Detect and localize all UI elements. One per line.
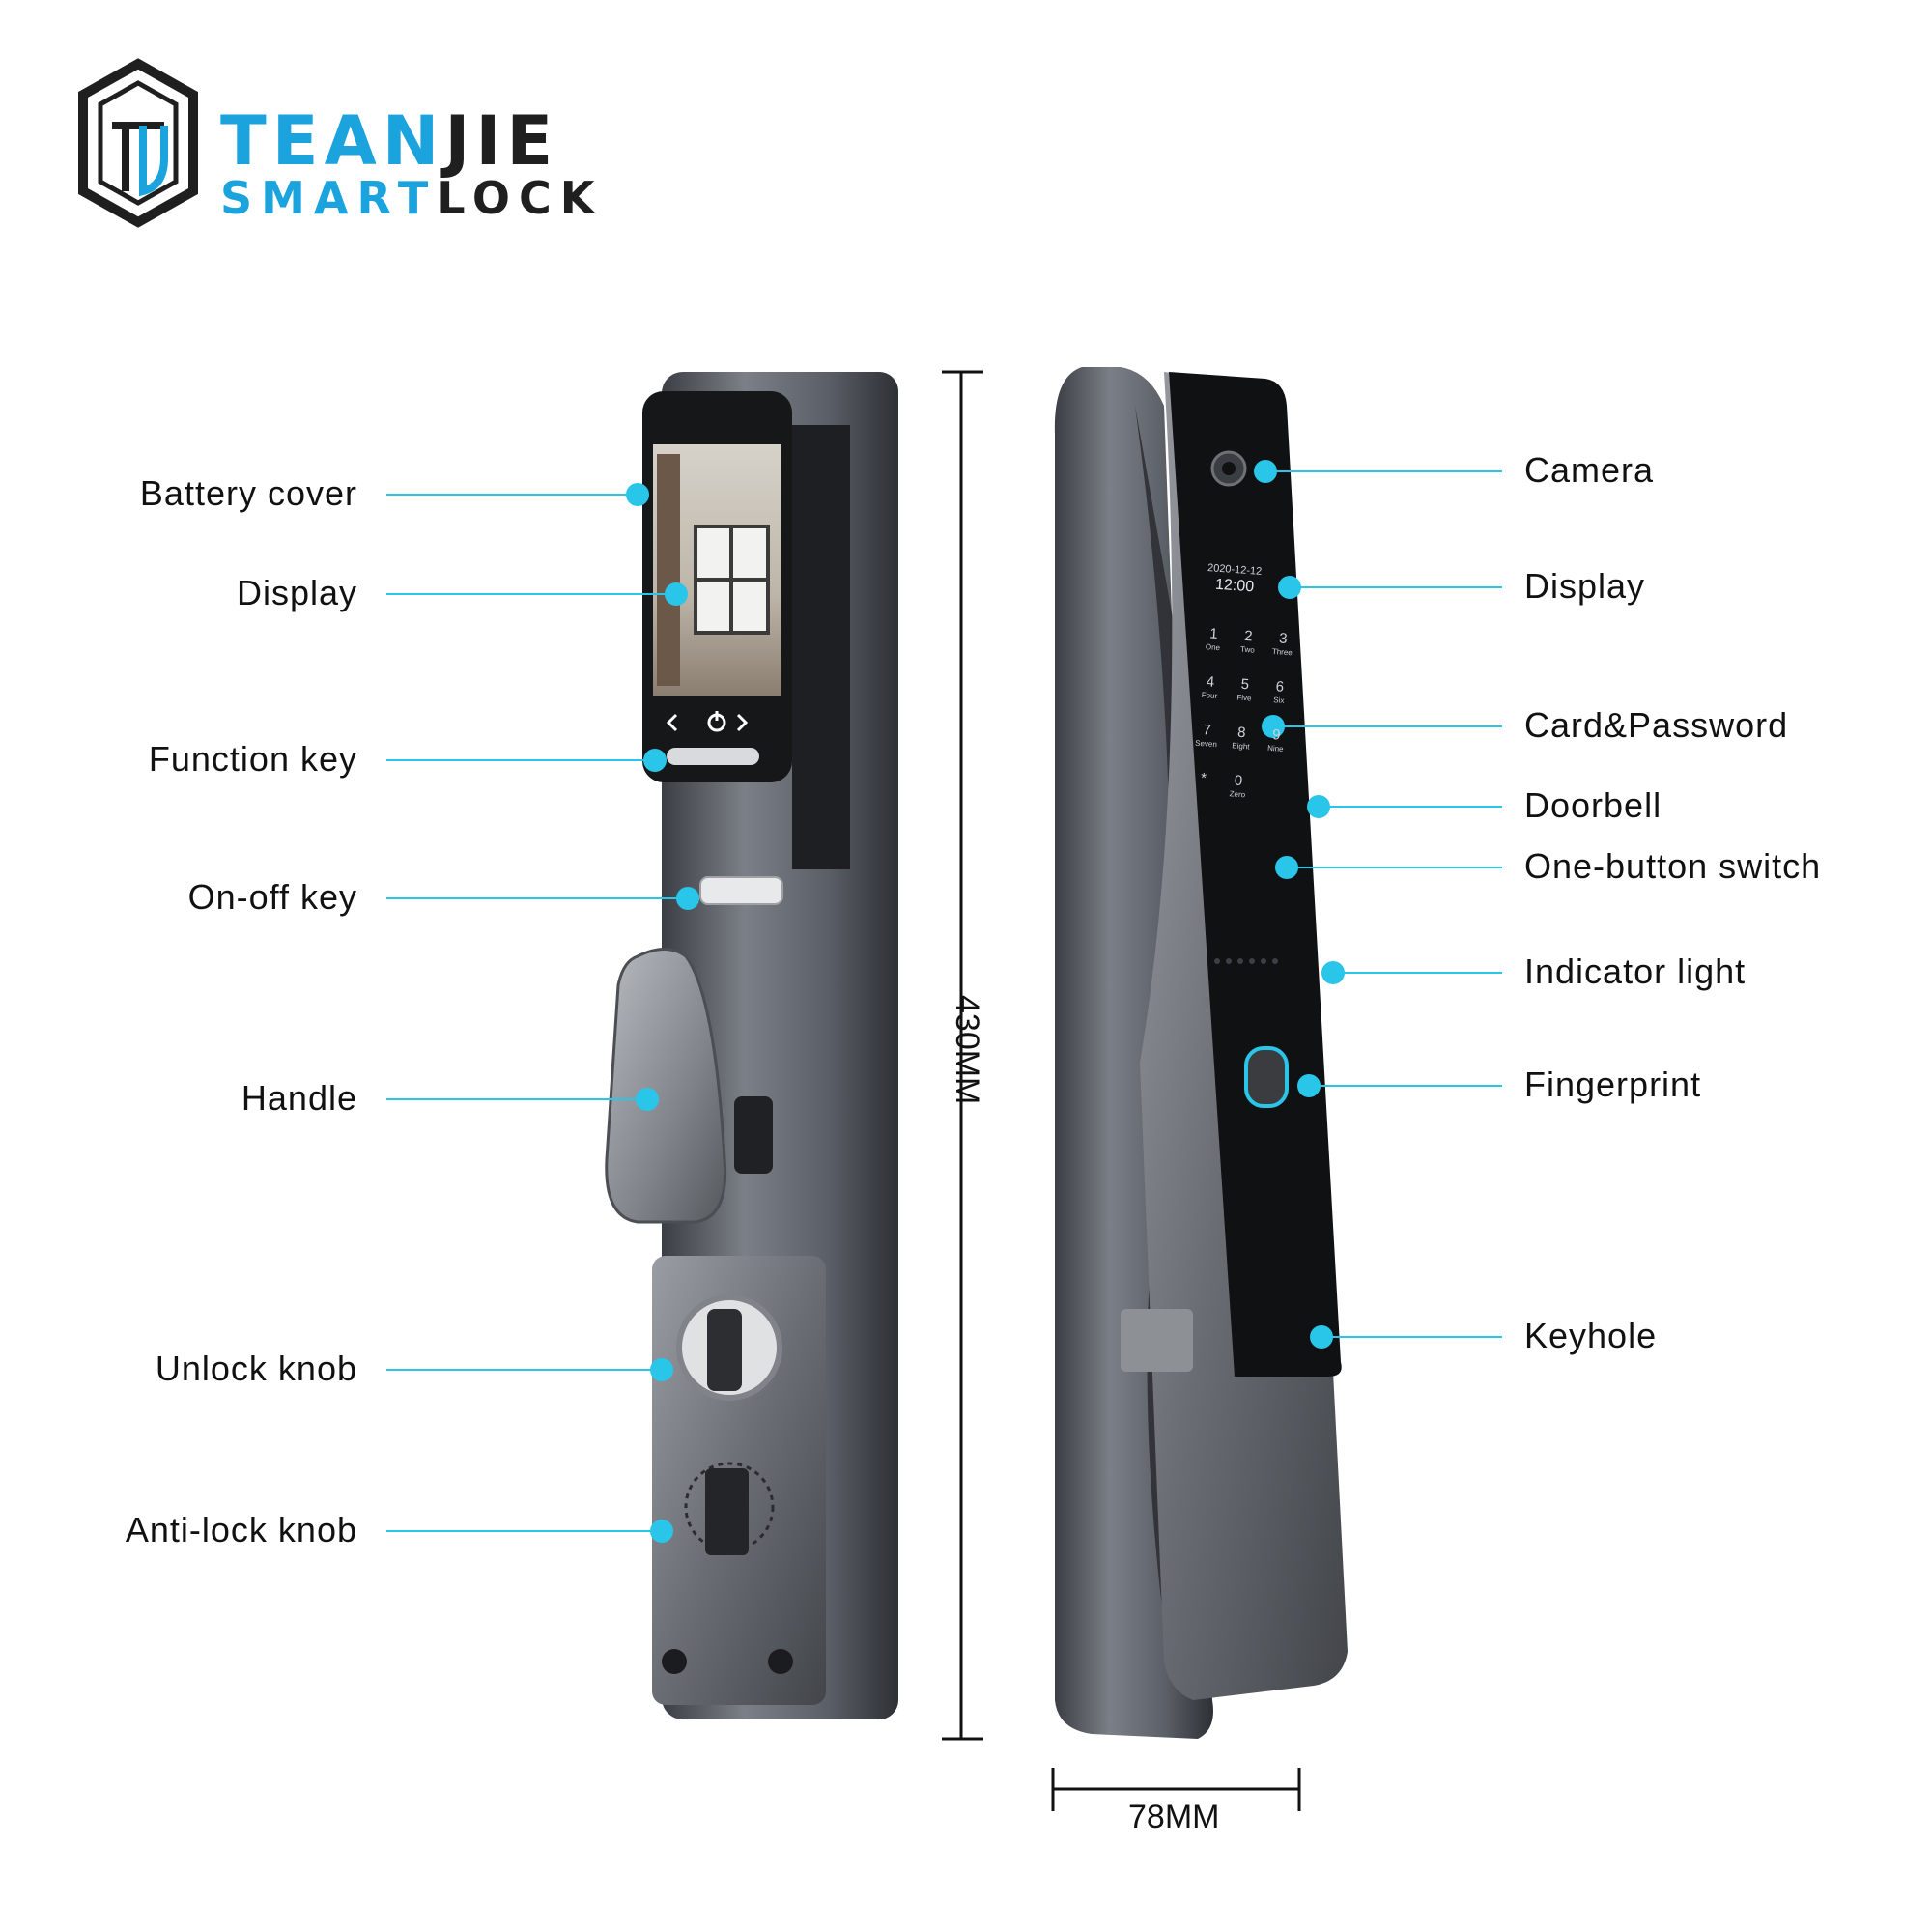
keypad-word: Seven bbox=[1194, 738, 1218, 750]
keypad-word: Eight bbox=[1232, 741, 1250, 752]
label-side-keyhole: Keyhole bbox=[1524, 1316, 1658, 1355]
front-function-key-marker bbox=[643, 749, 667, 772]
label-side-one-button-switch: One-button switch bbox=[1524, 846, 1822, 886]
front-on-off-key-marker bbox=[676, 887, 699, 910]
chevron-right-icon bbox=[736, 713, 749, 732]
label-side-fingerprint: Fingerprint bbox=[1524, 1065, 1702, 1104]
front-battery-cover-marker bbox=[626, 483, 649, 506]
side-lock bbox=[1054, 367, 1348, 1739]
label-front-unlock-knob: Unlock knob bbox=[155, 1349, 357, 1388]
keypad-word: Zero bbox=[1229, 789, 1246, 800]
side-display-marker bbox=[1278, 576, 1301, 599]
side-doorbell-marker bbox=[1307, 795, 1330, 818]
keypad-word: Two bbox=[1239, 644, 1256, 655]
front-lock bbox=[605, 372, 898, 1719]
front-handle-marker bbox=[636, 1088, 659, 1111]
front-display-marker bbox=[665, 582, 688, 606]
keypad-key[interactable]: * bbox=[1183, 769, 1221, 819]
height-dimension-label: 430MM bbox=[949, 995, 985, 1105]
side-fingerprint-marker bbox=[1297, 1074, 1321, 1097]
label-front-display: Display bbox=[236, 573, 357, 612]
side-one-button-switch-marker bbox=[1275, 856, 1298, 879]
label-side-display: Display bbox=[1524, 566, 1646, 606]
brand-name: TEANJIE bbox=[220, 101, 559, 181]
keypad-word: Four bbox=[1201, 690, 1218, 701]
keypad-digit: * bbox=[1200, 770, 1208, 787]
front-anti-lock-knob-marker bbox=[650, 1520, 673, 1543]
keypad-word: One bbox=[1205, 642, 1221, 653]
keypad-word: Nine bbox=[1266, 743, 1284, 753]
label-front-anti-lock-knob: Anti-lock knob bbox=[125, 1510, 357, 1549]
keypad-word: Three bbox=[1271, 646, 1293, 658]
label-side-doorbell: Doorbell bbox=[1524, 785, 1662, 825]
label-front-on-off-key: On-off key bbox=[187, 877, 357, 917]
label-front-function-key: Function key bbox=[148, 739, 357, 779]
brand-subtitle: SMARTLOCK bbox=[220, 172, 604, 224]
label-front-handle: Handle bbox=[241, 1078, 357, 1118]
chevron-left-icon bbox=[666, 713, 678, 732]
front-unlock-knob-marker bbox=[650, 1358, 673, 1381]
height-dimension bbox=[942, 370, 983, 1741]
width-dimension-label: 78MM bbox=[1128, 1799, 1220, 1835]
label-side-indicator-light: Indicator light bbox=[1524, 952, 1747, 991]
keypad-word: Six bbox=[1272, 696, 1285, 705]
side-keyhole-marker bbox=[1310, 1325, 1333, 1349]
side-screen-time: 12:00 bbox=[1214, 576, 1255, 596]
side-card-password-marker bbox=[1262, 715, 1285, 738]
keypad-word: Five bbox=[1236, 693, 1252, 703]
label-side-camera: Camera bbox=[1524, 450, 1655, 490]
side-camera-marker bbox=[1254, 460, 1277, 483]
label-side-card-password: Card&Password bbox=[1524, 705, 1789, 745]
side-indicator-light-marker bbox=[1321, 961, 1345, 984]
label-front-battery-cover: Battery cover bbox=[139, 473, 357, 513]
width-dimension bbox=[1051, 1768, 1301, 1811]
teanjie-logo-icon bbox=[78, 58, 198, 228]
